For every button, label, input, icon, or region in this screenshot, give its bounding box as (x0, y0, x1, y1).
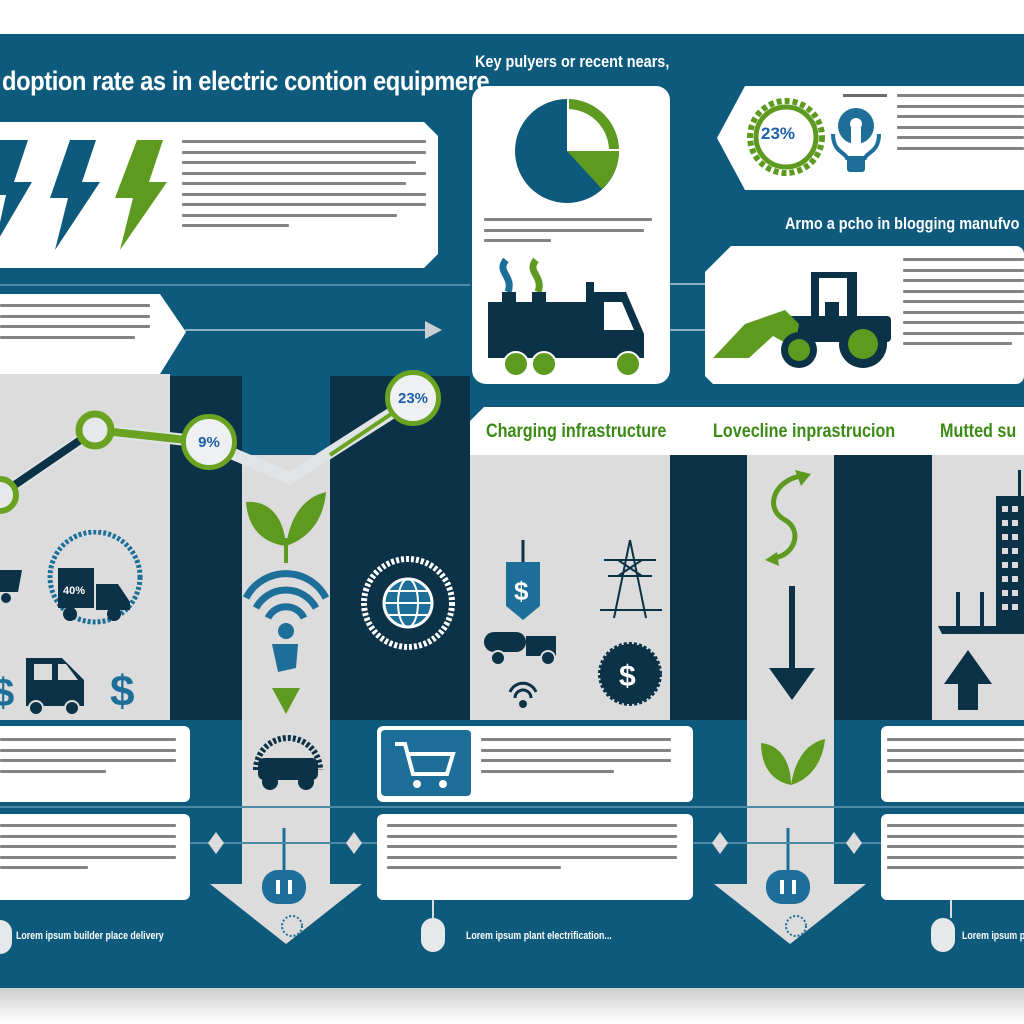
data-point-9-percent: 9% (181, 414, 237, 470)
recycle-arrows-icon (771, 473, 802, 561)
divider-line (0, 284, 470, 286)
tanker-truck-icon (484, 632, 526, 652)
leaf-icon (246, 501, 286, 546)
connector-line (642, 329, 706, 331)
pie-caption-text (484, 218, 652, 250)
column-header-charging: Charging infrastructure (486, 421, 667, 442)
shopping-card (377, 726, 693, 802)
divider-line (0, 806, 1024, 808)
lightbulb-icon (831, 108, 881, 172)
info-card (377, 814, 693, 900)
svg-text:$: $ (0, 671, 14, 715)
charging-plug-icon (766, 828, 810, 937)
building-icon (996, 496, 1024, 626)
arrow-down-icon (272, 688, 300, 714)
connector-line (642, 283, 706, 285)
footer-note-1: Lorem ipsum builder place delivery (16, 930, 164, 942)
percent-card-label (843, 94, 887, 97)
gear-icon (47, 530, 143, 625)
info-card (881, 726, 1024, 802)
info-card-text (887, 738, 1024, 780)
footer-note-3: Lorem ipsum p (962, 930, 1024, 942)
page-title: doption rate as in electric contion equi… (2, 66, 490, 96)
loader-card (705, 246, 1024, 384)
shopping-cart-icon-box (381, 730, 471, 796)
gear-vehicle-icon (253, 735, 323, 790)
arrow-up-icon (944, 650, 992, 710)
dump-truck-icon (0, 570, 22, 592)
pie-chart-card (472, 86, 670, 384)
electric-loader-icon (713, 272, 891, 368)
arrow-right-icon (425, 321, 442, 339)
lightning-card-text (182, 140, 426, 235)
info-card-text (887, 824, 1024, 877)
data-point-23-percent: 23% (385, 370, 441, 426)
dollar-gear-icon (598, 642, 662, 706)
info-card (0, 726, 190, 802)
signal-icon (508, 681, 538, 693)
sustainability-icons (242, 492, 330, 714)
down-arrow-shaft (242, 720, 330, 886)
charging-plug-icon (262, 828, 306, 937)
diamond-marker (346, 832, 362, 854)
connector-stem (432, 900, 434, 918)
arrow-text-card (0, 294, 186, 374)
wifi-signal-icon (242, 570, 330, 600)
percent-highlight-card: 23% (717, 86, 1024, 190)
market-share-pie-chart (515, 99, 619, 203)
arrow-down-icon (769, 668, 815, 700)
power-pylon-icon (600, 540, 662, 619)
column-header-muted: Mutted su (940, 421, 1017, 442)
infrastructure-icons (765, 470, 815, 700)
info-card-text (0, 824, 176, 877)
manufacturing-heading: Armo a pcho in blogging manufvo (785, 214, 1020, 233)
info-card-text (0, 738, 176, 780)
info-card (0, 814, 190, 900)
footer-note-2: Lorem ipsum plant electrification... (466, 930, 612, 942)
percent-gear-icon (747, 98, 825, 176)
truck-percent-label: 40% (63, 585, 85, 597)
loader-card-text (903, 258, 1024, 353)
diamond-marker (208, 832, 224, 854)
footer-marker-icon (931, 918, 955, 952)
lightning-card (0, 122, 438, 268)
leaf-icon (761, 739, 825, 785)
column-header-infrastructure: Lovecline inprastrucion (713, 421, 896, 442)
percent-card-text (897, 94, 1024, 157)
shopping-card-text (481, 738, 671, 780)
emission-truck-icon (488, 257, 644, 376)
diamond-marker (846, 832, 862, 854)
footer-marker-icon (0, 920, 12, 954)
charging-icons: $ $ (484, 540, 662, 708)
column-divider-dark (834, 455, 932, 720)
svg-text:$: $ (619, 660, 636, 693)
diamond-marker (712, 832, 728, 854)
shopping-cart-icon (395, 742, 456, 788)
vehicle-icons-group: 40% $ $ (0, 530, 143, 716)
footer-marker-icon (421, 918, 445, 952)
connector-stem (950, 900, 952, 918)
svg-text:$: $ (514, 576, 529, 606)
info-card-text (387, 824, 677, 877)
lightning-bolt-icons (0, 140, 167, 250)
info-card (881, 814, 1024, 900)
globe-gear-icon (361, 556, 455, 650)
arrow-card-text (0, 304, 150, 346)
key-players-heading: Key pulyers or recent nears, (475, 52, 670, 71)
column-headers-band (470, 407, 1024, 455)
urban-growth-icons (938, 470, 1024, 710)
connector-line (185, 329, 425, 331)
percent-value: 23% (761, 124, 796, 143)
column-divider-dark (670, 455, 747, 720)
price-tag-icon (506, 562, 540, 620)
dollar-icon: $ (110, 667, 134, 716)
page-shadow (0, 988, 1024, 1024)
